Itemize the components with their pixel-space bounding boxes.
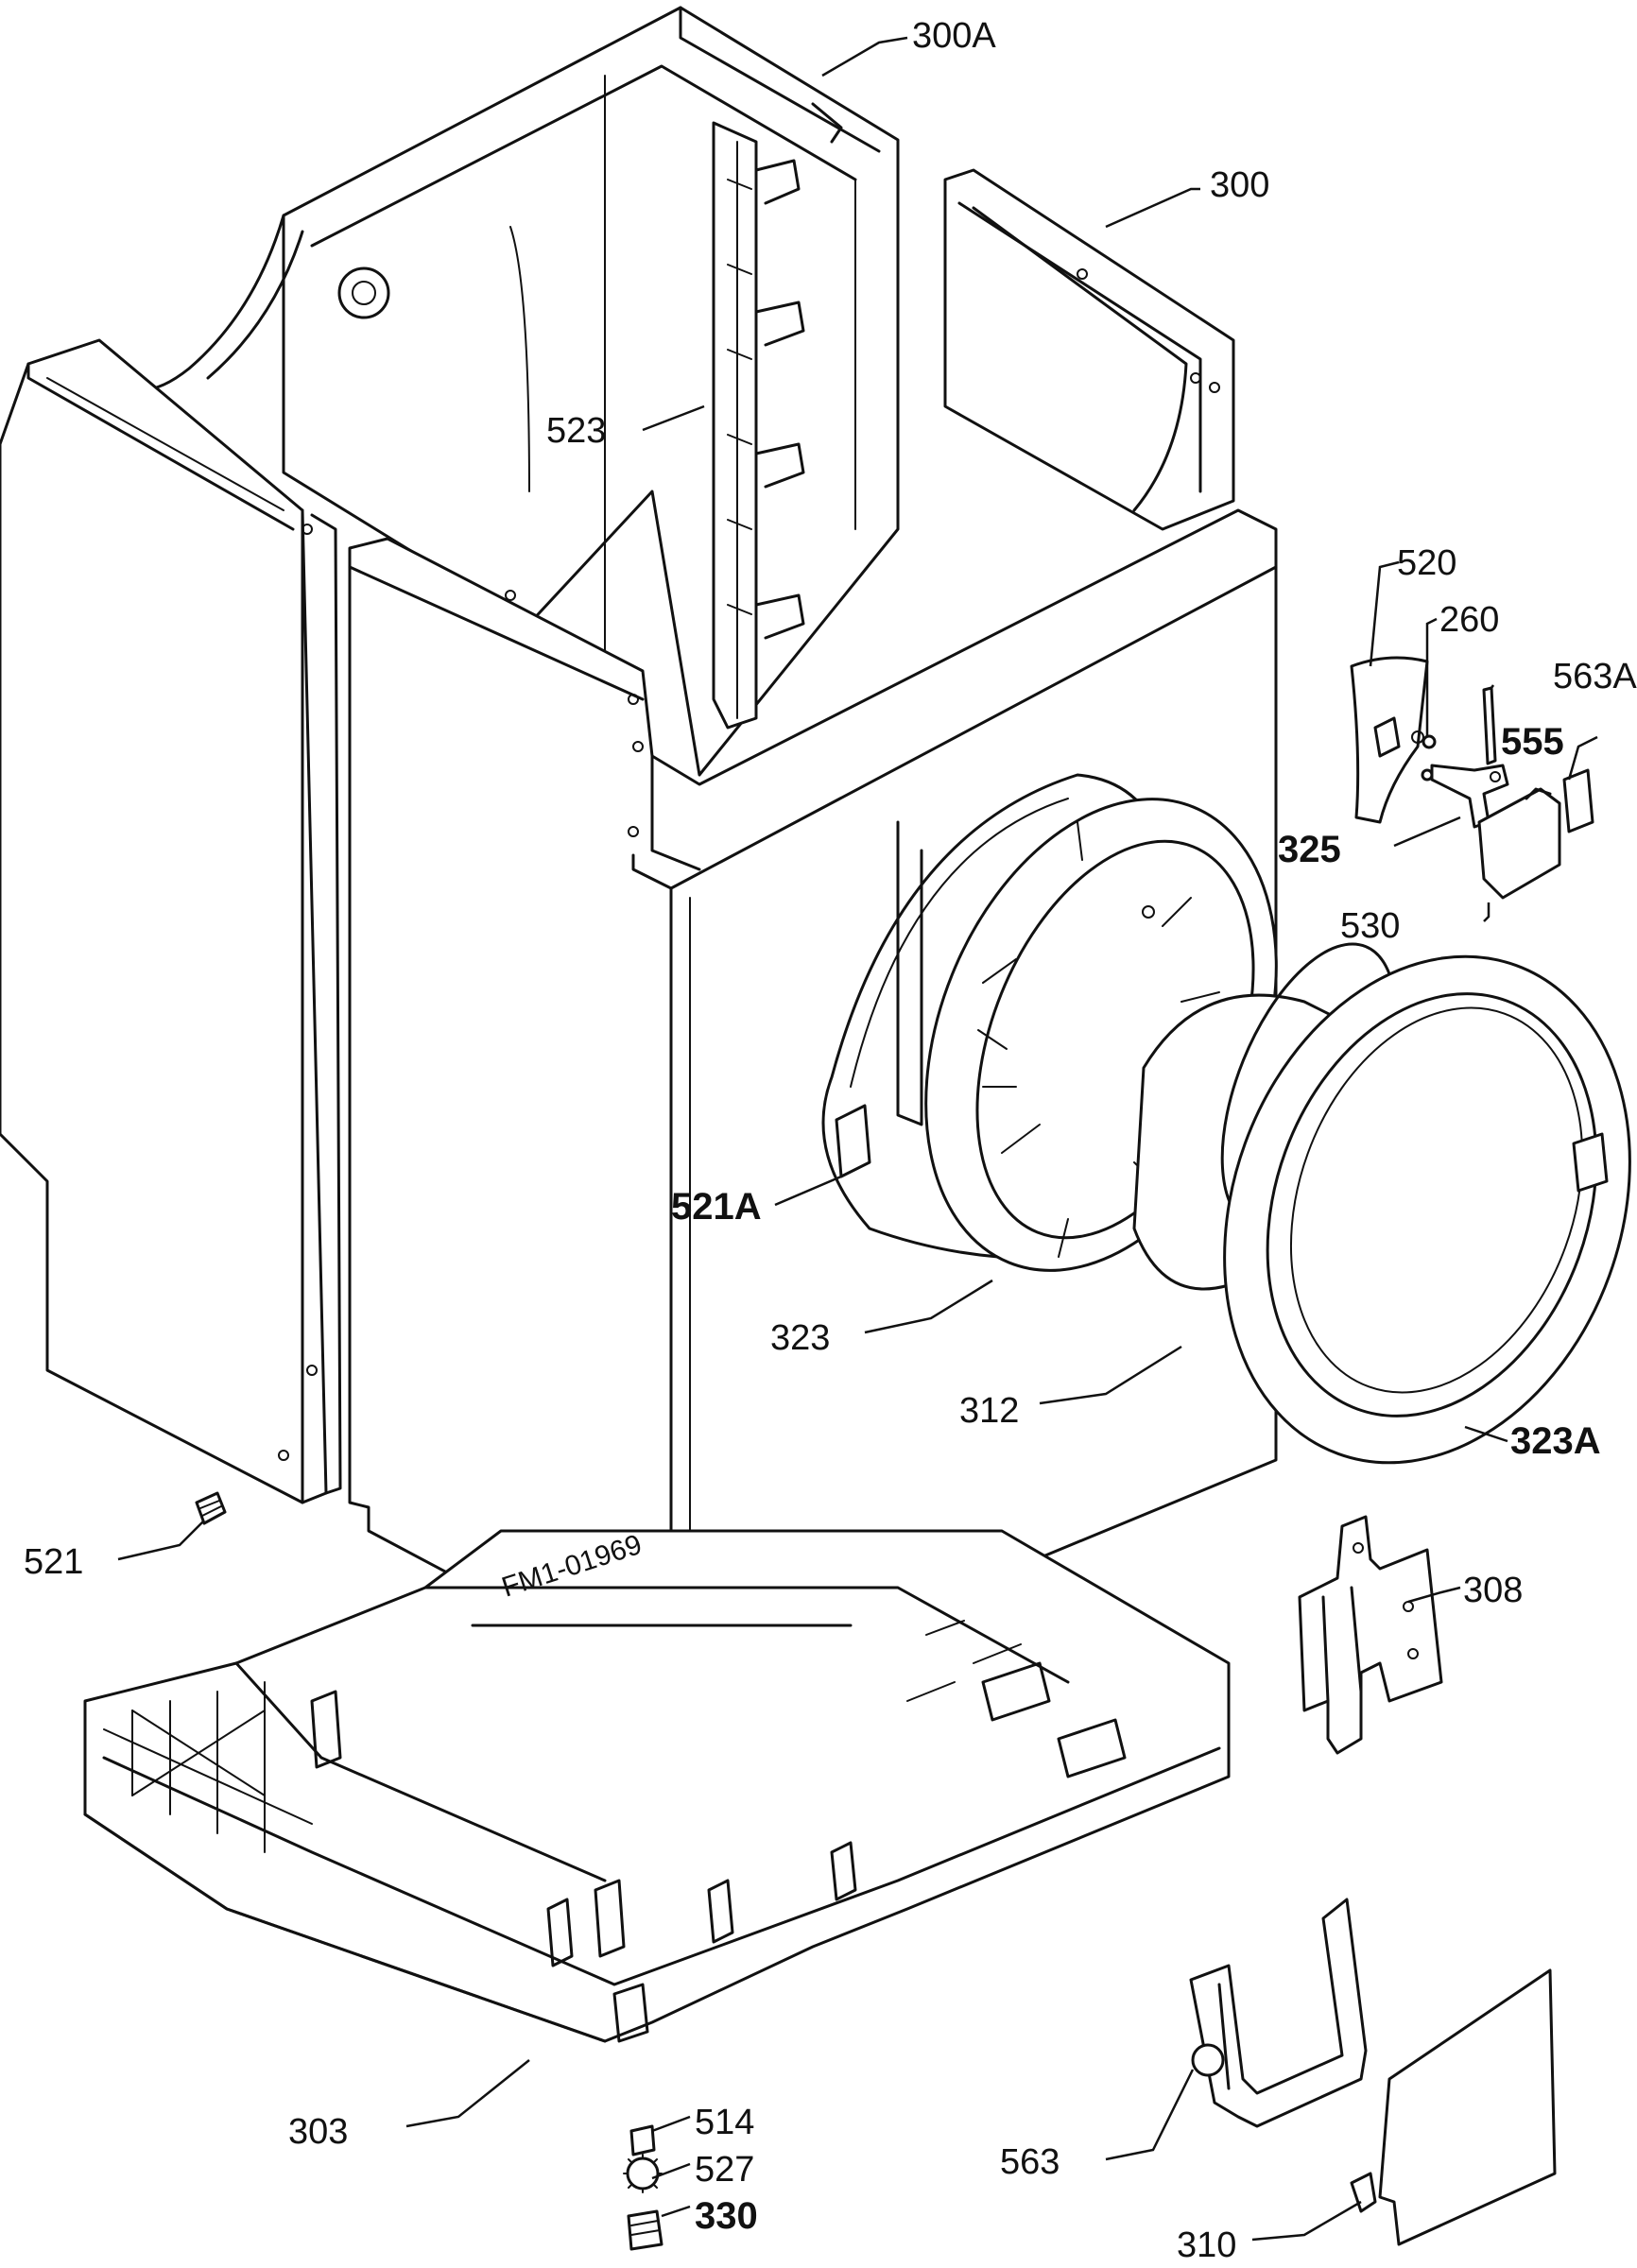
part-labels: 300A 300 523 520 260 563A 555 325 530 52… — [24, 16, 1637, 2265]
label-563: 563 — [1000, 2142, 1060, 2182]
label-303: 303 — [288, 2112, 348, 2152]
label-555: 555 — [1501, 721, 1564, 763]
door-hinge — [1298, 1515, 1443, 1755]
leader-lines — [117, 36, 1598, 2242]
label-300a: 300A — [912, 16, 996, 56]
foot-nut-514 — [629, 2124, 656, 2156]
latch-cover — [1562, 768, 1594, 833]
label-323: 323 — [770, 1318, 830, 1358]
foot-washer-527 — [623, 2154, 663, 2193]
base-frame — [83, 1529, 1231, 2043]
label-523: 523 — [546, 411, 606, 451]
label-521a: 521A — [671, 1186, 762, 1228]
kick-plate-bracket — [1189, 1898, 1368, 2128]
service-flap — [1350, 1968, 1557, 2246]
label-300: 300 — [1210, 165, 1269, 205]
label-323a: 323A — [1510, 1420, 1601, 1462]
right-side-wall — [943, 168, 1235, 531]
screw-521 — [195, 1491, 227, 1525]
label-520: 520 — [1397, 543, 1456, 583]
label-310: 310 — [1177, 2225, 1236, 2265]
label-312: 312 — [959, 1391, 1019, 1431]
label-527: 527 — [695, 2150, 754, 2190]
door-ring — [1223, 954, 1631, 1465]
label-325: 325 — [1278, 829, 1341, 870]
label-514: 514 — [695, 2103, 754, 2142]
adjustable-foot-330 — [627, 2209, 663, 2251]
door-lock-plate — [1350, 656, 1429, 824]
label-308: 308 — [1463, 1571, 1523, 1610]
latch-lever — [1430, 764, 1509, 829]
front-cabinet-panel — [348, 508, 1278, 1712]
left-side-panel — [0, 338, 342, 1504]
rear-mounting-rail — [712, 121, 805, 730]
label-521: 521 — [24, 1542, 83, 1582]
door-latch — [1477, 787, 1561, 900]
label-530: 530 — [1340, 906, 1400, 946]
label-330: 330 — [695, 2195, 758, 2237]
label-563a: 563A — [1553, 657, 1637, 696]
hinge-pin — [1482, 686, 1497, 765]
label-260: 260 — [1439, 600, 1499, 640]
